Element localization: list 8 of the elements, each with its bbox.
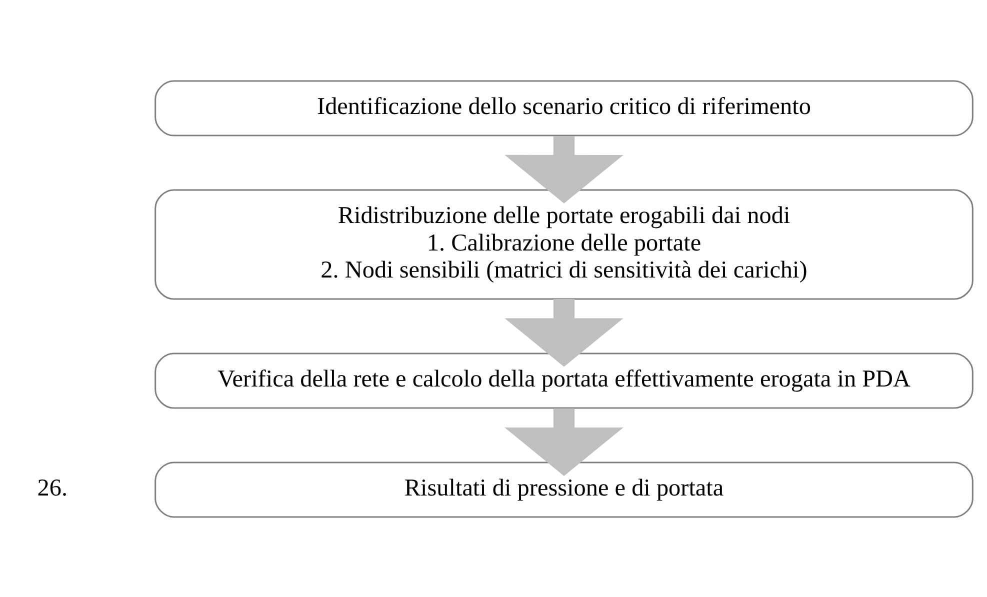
node-box: Verifica della rete e calcolo della portata effettivamente erogata in PDA — [154, 352, 973, 408]
label: 26. — [36, 474, 68, 501]
arrow — [504, 136, 623, 203]
arrow — [504, 298, 623, 366]
node-box: Ridistribuzione delle portate erogabili dai nodi 1. Calibrazione delle portate 2. Nodi sensibili (matrici di sensitività dei carichi) — [154, 188, 973, 300]
node-box: Identificazione dello scenario critico di riferimento — [154, 80, 973, 136]
arrow — [504, 408, 623, 476]
node-box: Risultati di pressione e di portata — [154, 461, 973, 518]
